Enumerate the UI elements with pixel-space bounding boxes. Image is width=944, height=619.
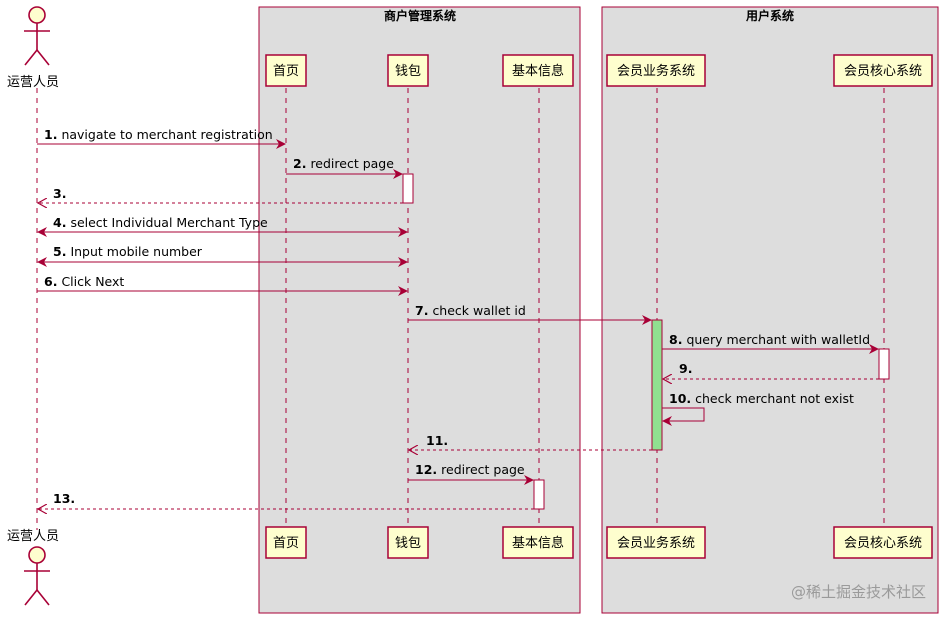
group-title: 用户系统 [745,8,794,23]
actor-bottom: 运营人员 [7,529,59,606]
participant-member-biz: 会员业务系统 [606,526,706,559]
message-number: 1. [44,127,57,142]
activation-basic [533,479,545,510]
message-number: 5. [53,244,66,259]
activation-bars [402,173,890,510]
participant-member-core: 会员核心系统 [833,526,933,559]
svg-text:9.: 9. [679,361,692,376]
participant-basic: 基本信息 [502,54,574,87]
message-11: 11. [409,433,652,450]
message-8: 8. query merchant with walletId [662,332,879,354]
message-text: check merchant not exist [695,391,854,406]
message-text: query merchant with walletId [686,332,870,347]
message-13: 13. [38,491,534,509]
svg-text:8. query merchant with walletI: 8. query merchant with walletId [669,332,870,347]
participant-label: 首页 [273,536,299,551]
actor-top: 运营人员 [7,6,59,90]
participant-label: 会员核心系统 [844,64,922,79]
message-number: 11. [426,433,448,448]
svg-text:10. check merchant not exist: 10. check merchant not exist [669,391,854,406]
message-text: navigate to merchant registration [61,127,272,142]
participant-label: 基本信息 [512,63,564,79]
participant-label: 钱包 [395,536,421,551]
lifelines [36,88,885,530]
svg-text:3.: 3. [53,186,66,201]
message-number: 9. [679,361,692,376]
participant-basic: 基本信息 [502,526,574,559]
activation-wallet [402,173,414,204]
actor-label: 运营人员 [7,529,59,544]
participant-label: 钱包 [395,64,421,79]
participant-boxes-bottom: 首页 钱包 基本信息 会员业务系统 会员核心系统 [265,526,933,559]
participant-label: 会员核心系统 [844,536,922,551]
activation-member-core [878,348,890,380]
group-title: 商户管理系统 [384,8,456,23]
message-number: 3. [53,186,66,201]
participant-label: 会员业务系统 [617,63,695,79]
message-number: 7. [415,303,428,318]
message-number: 12. [415,462,437,477]
watermark: @稀土掘金技术社区 [791,583,926,601]
message-text: Input mobile number [70,244,202,259]
message-text: redirect page [441,462,525,477]
message-7: 7. check wallet id [408,303,652,325]
participant-label: 首页 [273,64,299,79]
svg-text:1. navigate to merchant regist: 1. navigate to merchant registration [44,127,273,142]
participant-member-biz: 会员业务系统 [606,54,706,87]
message-text: Click Next [61,274,124,289]
message-2: 2. redirect page [286,156,403,179]
message-number: 13. [53,491,75,506]
participant-label: 基本信息 [512,535,564,551]
message-4: 4. select Individual Merchant Type [37,215,408,237]
message-10: 10. check merchant not exist [662,391,854,426]
message-text: check wallet id [432,303,525,318]
message-number: 6. [44,274,57,289]
message-9: 9. [663,361,879,379]
svg-text:4. select Individual Merchant: 4. select Individual Merchant Type [53,215,268,230]
participant-label: 会员业务系统 [617,535,695,551]
participant-boxes-top: 首页 钱包 基本信息 会员业务系统 会员核心系统 [265,54,933,87]
message-number: 2. [293,156,306,171]
svg-text:11.: 11. [426,433,448,448]
participant-member-core: 会员核心系统 [833,54,933,87]
stick-figure-icon [24,6,50,66]
message-number: 8. [669,332,682,347]
message-5: 5. Input mobile number [37,244,408,267]
svg-text:5. Input mobile number: 5. Input mobile number [53,244,203,259]
message-text: select Individual Merchant Type [70,215,268,230]
svg-text:6. Click Next: 6. Click Next [44,274,124,289]
message-number: 10. [669,391,691,406]
svg-text:12. redirect page: 12. redirect page [415,462,525,477]
participant-home: 首页 [265,526,307,559]
group-merchant-system: 商户管理系统 [258,6,581,614]
message-6: 6. Click Next [37,274,408,296]
message-text: redirect page [310,156,394,171]
participant-wallet: 钱包 [387,526,429,559]
message-number: 4. [53,215,66,230]
message-3: 3. [38,186,403,203]
messages: 1. navigate to merchant registration 2. … [37,127,879,509]
svg-text:7. check wallet id: 7. check wallet id [415,303,526,318]
svg-text:13.: 13. [53,491,75,506]
participant-wallet: 钱包 [387,54,429,87]
message-12: 12. redirect page [408,462,534,485]
message-1: 1. navigate to merchant registration [37,127,286,149]
participant-home: 首页 [265,54,307,87]
stick-figure-icon [24,546,50,606]
activation-member-biz [651,319,663,451]
svg-text:2. redirect page: 2. redirect page [293,156,394,171]
group-user-system: 用户系统 [601,6,939,614]
actor-label: 运营人员 [7,75,59,90]
